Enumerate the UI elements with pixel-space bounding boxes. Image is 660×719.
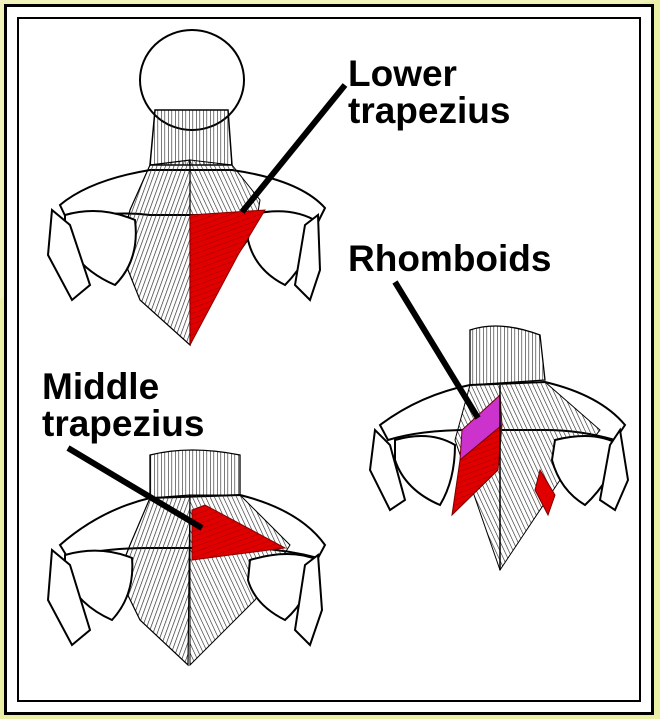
label-line: Lower xyxy=(348,55,510,92)
label-lower-trapezius: Lower trapezius xyxy=(348,55,510,129)
label-middle-trapezius: Middle trapezius xyxy=(42,368,204,442)
figure-rhomboids xyxy=(370,326,628,570)
label-line: trapezius xyxy=(348,92,510,129)
label-line: Middle xyxy=(42,368,204,405)
figure-lower-trapezius xyxy=(48,30,325,345)
label-rhomboids: Rhomboids xyxy=(348,240,551,277)
label-line: Rhomboids xyxy=(348,240,551,277)
neck xyxy=(470,326,545,385)
neck xyxy=(150,450,240,498)
figure-middle-trapezius xyxy=(48,450,325,665)
label-line: trapezius xyxy=(42,405,204,442)
neck xyxy=(150,110,232,165)
